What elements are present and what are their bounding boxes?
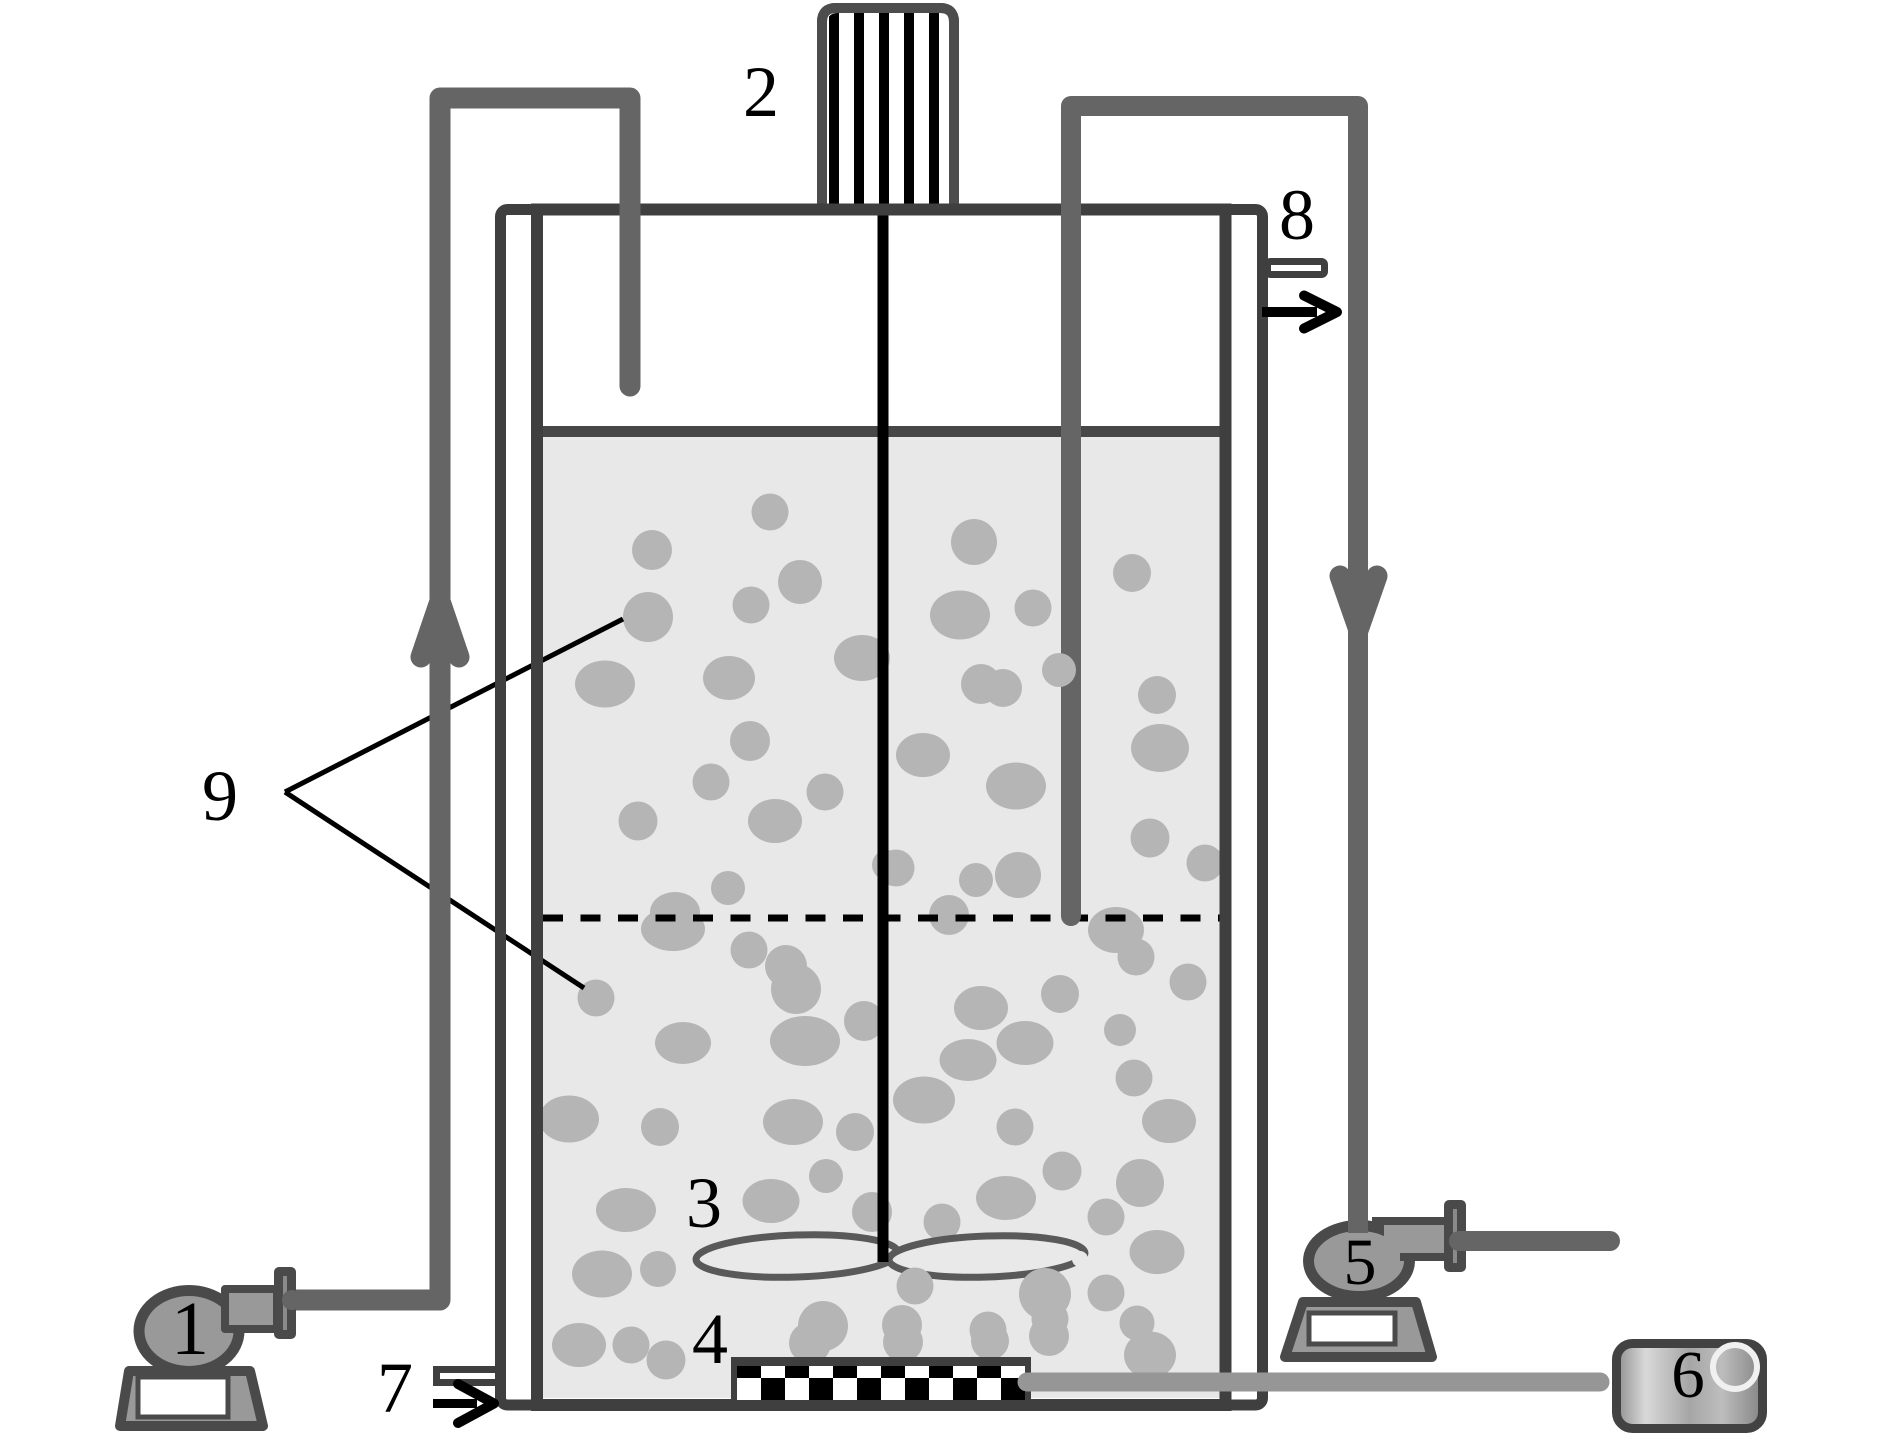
svg-text:2: 2 [743, 52, 779, 132]
svg-text:9: 9 [202, 756, 238, 836]
svg-text:6: 6 [1671, 1338, 1705, 1412]
svg-text:5: 5 [1344, 1226, 1377, 1299]
svg-text:4: 4 [692, 1299, 728, 1379]
svg-text:3: 3 [686, 1163, 722, 1243]
svg-text:7: 7 [377, 1348, 413, 1428]
svg-text:1: 1 [171, 1287, 209, 1371]
svg-text:8: 8 [1279, 175, 1315, 255]
